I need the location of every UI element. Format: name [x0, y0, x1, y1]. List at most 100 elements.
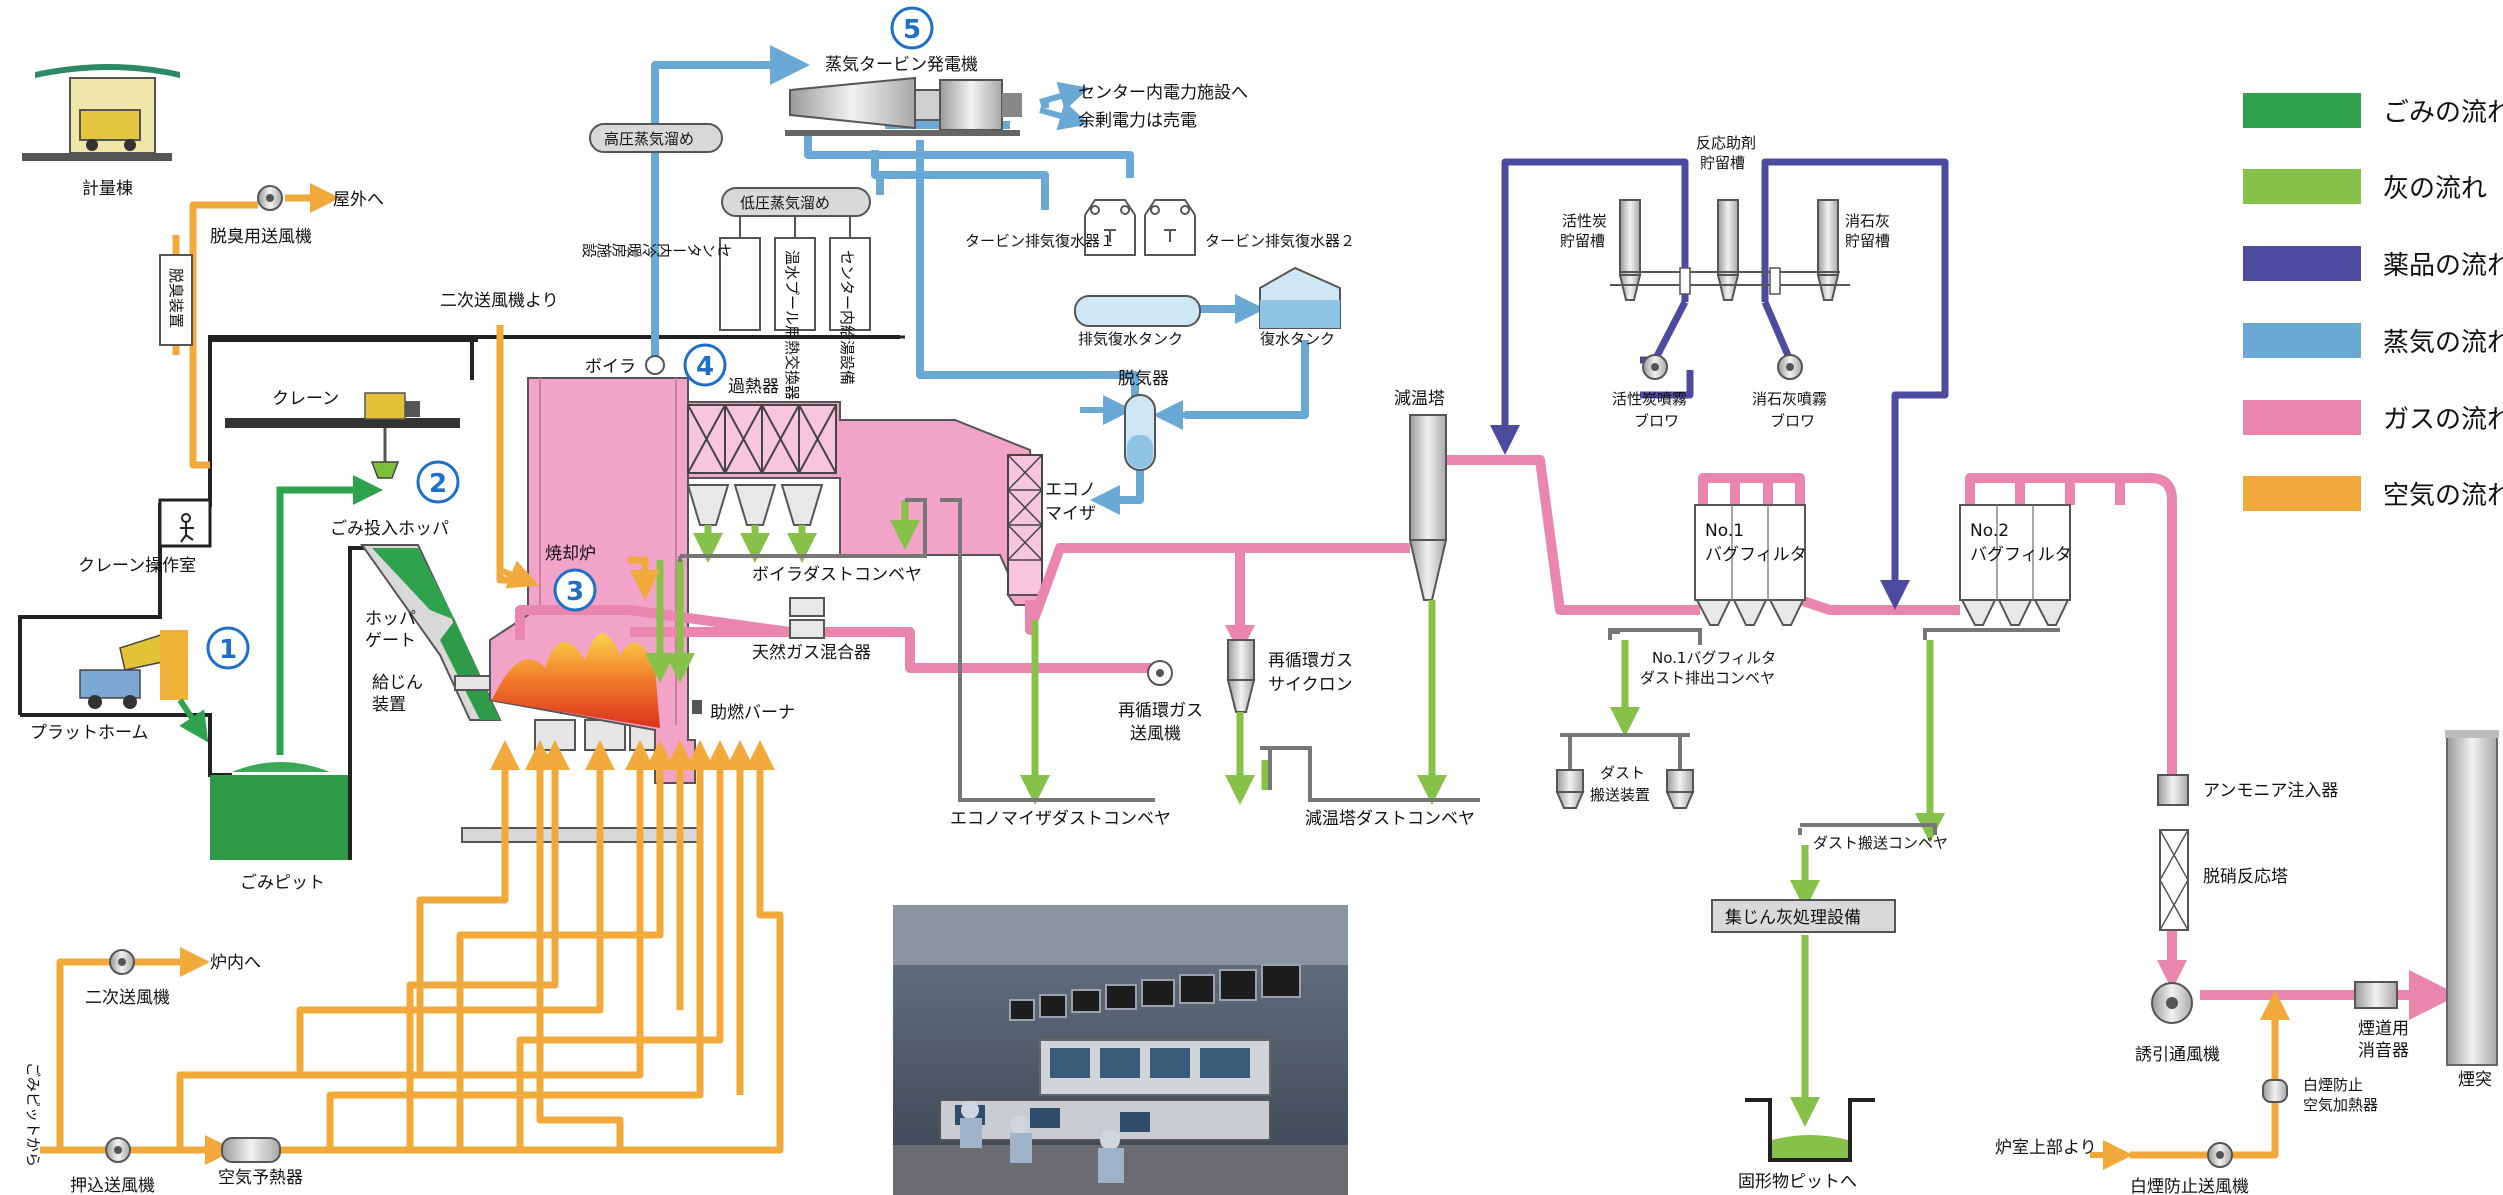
step-marker-3: 3 [555, 570, 595, 610]
idf-label: 誘引通風機 [2135, 1045, 2220, 1065]
legend-swatch-gas [2243, 400, 2361, 435]
legend: ごみの流れ 灰の流れ 薬品の流れ 蒸気の流れ ガスの流れ 空気の流れ [2243, 93, 2503, 511]
bag-filter-1-label-1: No.1 [1705, 521, 1744, 541]
condensate-tank [1260, 268, 1340, 328]
eco-dust-label: エコノマイザダストコンベヤ [950, 809, 1171, 829]
bag-filter-1-label-2: バグフィルタ [1705, 545, 1807, 565]
deodorizer-label: 脱臭装置 [167, 268, 185, 328]
cooling-dust-label: 減温塔ダストコンベヤ [1305, 809, 1475, 829]
anti-plume-fan [2208, 1143, 2232, 1167]
legend-swatch-air [2243, 476, 2361, 511]
lime-silo-label-1: 消石灰 [1845, 212, 1890, 230]
anti-plume-heater-label-2: 空気加熱器 [2303, 1096, 2378, 1114]
step-marker-4: 4 [685, 345, 725, 385]
condensate-tank-label: 復水タンク [1260, 330, 1335, 348]
step-marker-2: 2 [418, 462, 458, 502]
legend-label-air: 空気の流れ [2383, 481, 2503, 511]
legend-label-steam: 蒸気の流れ [2383, 328, 2503, 358]
pit-from-label: ごみピットから [24, 1062, 42, 1167]
svg-text:1: 1 [219, 635, 237, 665]
carbon-blower-label-2: ブロワ [1634, 412, 1679, 430]
silencer-label-1: 煙道用 [2358, 1019, 2409, 1039]
flue-silencer [2355, 982, 2397, 1008]
boiler-label: ボイラ [585, 357, 636, 377]
exhaust-condensate-tank [1075, 296, 1200, 326]
lime-blower-label-1: 消石灰噴霧 [1752, 390, 1827, 408]
turbine-generator [785, 78, 1022, 136]
recirc-cyclone-label-1: 再循環ガス [1268, 651, 1353, 671]
lime-blower [1778, 355, 1802, 379]
lp-user-pool-label: 温水プール用熱交換器 [783, 250, 801, 400]
hopper-gate-label-1: ホッパ [365, 609, 416, 629]
carbon-blower [1643, 355, 1667, 379]
anti-plume-heater-label-1: 白煙防止 [2303, 1076, 2363, 1094]
gas-mixer-label: 天然ガス混合器 [752, 643, 871, 663]
recirc-fan-label-1: 再循環ガス [1118, 701, 1203, 721]
bag-filter-2-label-1: No.2 [1970, 521, 2009, 541]
legend-swatch-steam [2243, 323, 2361, 358]
silencer-label-2: 消音器 [2358, 1041, 2409, 1061]
deaerator-label: 脱気器 [1118, 369, 1169, 389]
denox-label: 脱硝反応塔 [2203, 867, 2288, 887]
dust-transport-label-2: 搬送装置 [1590, 786, 1650, 804]
platform-label: プラットホーム [30, 723, 149, 743]
superheater-label: 過熱器 [728, 377, 779, 397]
superheater-hoppers [688, 485, 822, 525]
stack [2445, 730, 2499, 1065]
waste-pit-label: ごみピット [240, 873, 325, 893]
dust-conveyor-label: ダスト搬送コンベヤ [1813, 834, 1948, 852]
anti-plume-fan-label: 白煙防止送風機 [2130, 1177, 2249, 1195]
burner-label: 助燃バーナ [710, 703, 795, 723]
forced-fan-label: 押込送風機 [70, 1176, 155, 1195]
bag1-conveyor-label-1: No.1バグフィルタ [1652, 649, 1776, 667]
weigh-station-label: 計量棟 [82, 179, 133, 199]
carbon-silo-label-1: 活性炭 [1562, 212, 1607, 230]
lime-blower-label-2: ブロワ [1770, 412, 1815, 430]
secondary-fan [110, 950, 134, 974]
denox-reactor [2160, 830, 2188, 930]
legend-label-gas: ガスの流れ [2383, 405, 2503, 435]
reagent-label-1: 反応助剤 [1696, 134, 1756, 152]
secondary-fan-label: 二次送風機 [85, 988, 170, 1008]
lp-user-hotwater-label: センター内給湯設備 [838, 250, 856, 385]
hp-steam-drum-label: 高圧蒸気溜め [604, 130, 694, 148]
economizer-label-2: マイザ [1045, 504, 1096, 524]
reagent-label-2: 貯留槽 [1700, 154, 1745, 172]
to-center-label: センター内電力施設へ [1078, 83, 1248, 103]
lime-silo-label-2: 貯留槽 [1845, 232, 1890, 250]
lp-steam-drum-label: 低圧蒸気溜め [740, 194, 830, 212]
svg-text:5: 5 [903, 15, 921, 45]
legend-swatch-ash [2243, 169, 2361, 204]
ammonia-label: アンモニア注入器 [2203, 781, 2338, 801]
recirc-cyclone [1228, 640, 1254, 712]
legend-label-waste: ごみの流れ [2383, 98, 2503, 128]
deodor-fan-label: 脱臭用送風機 [210, 227, 312, 247]
control-room-photo [893, 905, 1348, 1195]
fly-ash-label: 集じん灰処理設備 [1725, 908, 1861, 928]
gas-mixer-bottom [790, 620, 824, 638]
step-marker-5: 5 [892, 8, 932, 48]
solids-pit [1745, 1100, 1875, 1160]
boiler-drum [646, 356, 664, 374]
surplus-label: 余剰電力は売電 [1078, 111, 1197, 131]
condenser-2-label: タービン排気復水器２ [1205, 232, 1355, 250]
air-preheater [222, 1138, 280, 1162]
economizer-label-1: エコノ [1045, 480, 1096, 500]
carbon-silo-label-2: 貯留槽 [1560, 232, 1605, 250]
gas-mixer-top [790, 598, 824, 616]
outdoor-label: 屋外へ [333, 190, 384, 210]
step-marker-1: 1 [208, 628, 248, 668]
deodor-fan [258, 186, 282, 210]
deaerator [1125, 395, 1155, 470]
cooling-tower-label: 減温塔 [1394, 389, 1445, 409]
crane-room-label: クレーン操作室 [78, 556, 196, 576]
exhaust-tank-label: 排気復水タンク [1078, 330, 1183, 348]
legend-label-ash: 灰の流れ [2383, 174, 2487, 204]
feeder-label-2: 装置 [372, 695, 406, 715]
hopper-label: ごみ投入ホッパ [330, 519, 449, 539]
dust-transport-label-1: ダスト [1600, 764, 1645, 782]
bag1-conveyor-label-2: ダスト排出コンベヤ [1640, 669, 1775, 687]
secondary-from-label: 二次送風機より [440, 291, 559, 311]
hopper-gate-label-2: ゲート [365, 631, 416, 651]
